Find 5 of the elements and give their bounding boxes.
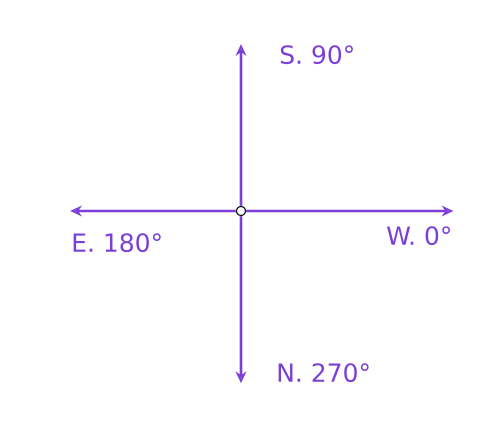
- center-point: [236, 206, 246, 216]
- direction-label: E. 180°: [74, 233, 161, 252]
- direction-label: S. 90°: [280, 45, 353, 64]
- direction-label: N. 270°: [278, 363, 369, 382]
- direction-label: W. 0°: [387, 226, 450, 246]
